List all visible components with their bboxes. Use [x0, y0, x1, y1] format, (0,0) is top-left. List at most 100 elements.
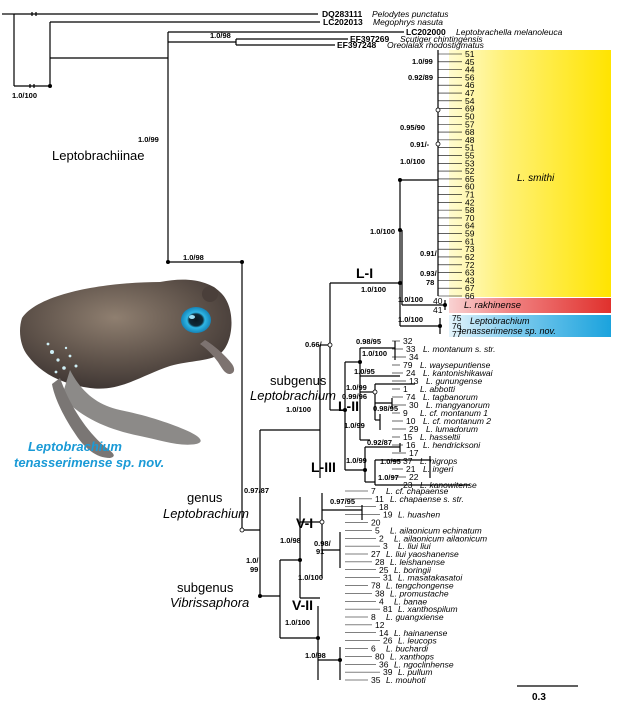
smithi-tip-number: 53 [465, 158, 475, 168]
V-tip-number: 3 [383, 541, 388, 551]
smithi-tip-number: 69 [465, 104, 475, 114]
genus-label: genus [187, 490, 223, 505]
support-nigrops: 1.0/95 [380, 457, 401, 466]
L-tip-taxon: L. cf. montanum 1 [420, 408, 488, 418]
V-tip-number: 2 [379, 533, 384, 543]
outgroup-acc-4: EF397269 [350, 34, 389, 44]
subgenus1-label: subgenus [270, 373, 327, 388]
L-tip-taxon: L. kantonishikawai [423, 368, 494, 378]
V-tip-number: 6 [371, 644, 376, 654]
L-tip-number: 37 [403, 456, 413, 466]
rakhinense-label: L. rakhinense [464, 300, 521, 311]
smithi-tip-number: 52 [465, 166, 475, 176]
smithi-tip-number: 57 [465, 119, 475, 129]
clade-V1-label: V-I [296, 515, 313, 531]
support-L3: 1.0/99 [346, 456, 367, 465]
smithi-tip-number: 63 [465, 268, 475, 278]
support-V1: 1.0/98 [280, 536, 301, 545]
L-tip-taxon: L. kanowitense [420, 480, 477, 490]
V-tip-number: 39 [383, 667, 393, 677]
outgroup-acc-1: DQ283111 [322, 9, 362, 19]
L-tip-taxon: L. nigrops [420, 456, 458, 466]
smithi-tip-number: 51 [465, 143, 475, 153]
support-lepto-genus: 1.0/98 [183, 253, 204, 262]
tenasserimense-tip-3: 77 [452, 329, 462, 339]
V-tip-number: 25 [379, 565, 389, 575]
smithi-tip-number: 65 [465, 174, 475, 184]
L-tip-taxon: L. montanum s. str. [423, 344, 495, 354]
L-tip-number: 1 [403, 384, 408, 394]
subgenus2-name: Vibrissaphora [170, 595, 249, 610]
support-L2-a: 1.0/95 [354, 367, 375, 376]
L-tip-taxon: L. waysepuntiense [420, 360, 491, 370]
V-tip-taxon: L. huashen [398, 510, 440, 520]
V-tip-taxon: L. buchardi [386, 644, 429, 654]
smithi-tip-number: 44 [465, 65, 475, 75]
V-tip-number: 19 [383, 510, 393, 520]
support-L2-L3: 1.0/100 [286, 405, 311, 414]
outgroup-acc-3: LC202000 [406, 27, 446, 37]
L-tip-number: 22 [409, 472, 419, 482]
V-tip-number: 38 [375, 588, 385, 598]
V-tip-number: 27 [371, 549, 381, 559]
V-tip-taxon: L. leishanense [390, 557, 445, 567]
V-tip-number: 80 [375, 651, 385, 661]
support-smithi-a: 1.0/99 [412, 57, 433, 66]
support-rakhinense: 1.0/100 [398, 295, 423, 304]
L-tip-number: 24 [406, 368, 416, 378]
rakhinense-tip-1: 40 [433, 296, 443, 306]
smithi-tip-number: 61 [465, 236, 475, 246]
smithi-tip-number: 64 [465, 221, 475, 231]
smithi-tip-number: 50 [465, 111, 475, 121]
outgroup-name-2: Megophrys nasuta [373, 17, 443, 27]
rakhinense-box [449, 298, 611, 313]
V-tip-number: 12 [375, 620, 385, 630]
support-montanum-a: 0.98/95 [356, 337, 381, 346]
support-V1-b2: 91 [316, 547, 324, 556]
smithi-tip-number: 51 [465, 49, 475, 59]
V-tip-number: 28 [375, 557, 385, 567]
support-L1: 1.0/100 [361, 285, 386, 294]
clade-L1-branches [399, 50, 446, 334]
support-V2: 1.0/100 [285, 618, 310, 627]
L-tip-taxon: L. gunungense [426, 376, 483, 386]
support-subg-lepto: 0.66/- [305, 340, 325, 349]
smithi-tip-branches [438, 53, 462, 297]
outgroup-name-1: Pelodytes punctatus [372, 9, 449, 19]
support-nodes [48, 84, 447, 662]
V-tip-number: 11 [375, 494, 384, 504]
support-L2-c: 0.99/96 [342, 392, 367, 401]
support-V1-b1: 0.98/ [314, 539, 332, 548]
backbone-branches [2, 12, 404, 638]
V-tip-number: 7 [371, 486, 376, 496]
smithi-tip-number: 68 [465, 127, 475, 137]
V-tip-number: 14 [379, 628, 389, 638]
tenasserimense-label-1: Leptobrachium [470, 316, 530, 326]
tenasserimense-tip-2: 76 [452, 321, 462, 331]
V-tip-number: 8 [371, 612, 376, 622]
L-tip-number: 29 [409, 424, 419, 434]
support-V2-b: 1.0/98 [305, 651, 326, 660]
V-tip-number: 81 [383, 604, 393, 614]
V-tip-taxon: L. cf. chapaense [386, 486, 449, 496]
V-tip-taxon: L. ailaonicum ailaonicum [394, 533, 487, 543]
support-tenasserimense: 1.0/100 [398, 315, 423, 324]
V-tip-taxon: L. xanthops [390, 651, 435, 661]
tenasserimense-box [449, 315, 611, 337]
leptobrachiinae-label: Leptobrachiinae [52, 148, 145, 163]
V-tip-number: 78 [371, 581, 381, 591]
frog-photo [20, 279, 235, 458]
L-tip-number: 13 [409, 376, 419, 386]
L-tip-number: 21 [406, 464, 416, 474]
smithi-tip-number: 72 [465, 260, 475, 270]
support-smithi-f: 0.93/ [420, 269, 438, 278]
smithi-tip-number: 67 [465, 283, 475, 293]
L-tip-taxon: L. abbotti [420, 384, 456, 394]
scale-label: 0.3 [532, 692, 546, 703]
V-tip-number: 31 [383, 573, 393, 583]
support-root: 1.0/100 [12, 91, 37, 100]
subgenus2-label: subgenus [177, 580, 234, 595]
support-V1-c: 1.0/100 [298, 573, 323, 582]
